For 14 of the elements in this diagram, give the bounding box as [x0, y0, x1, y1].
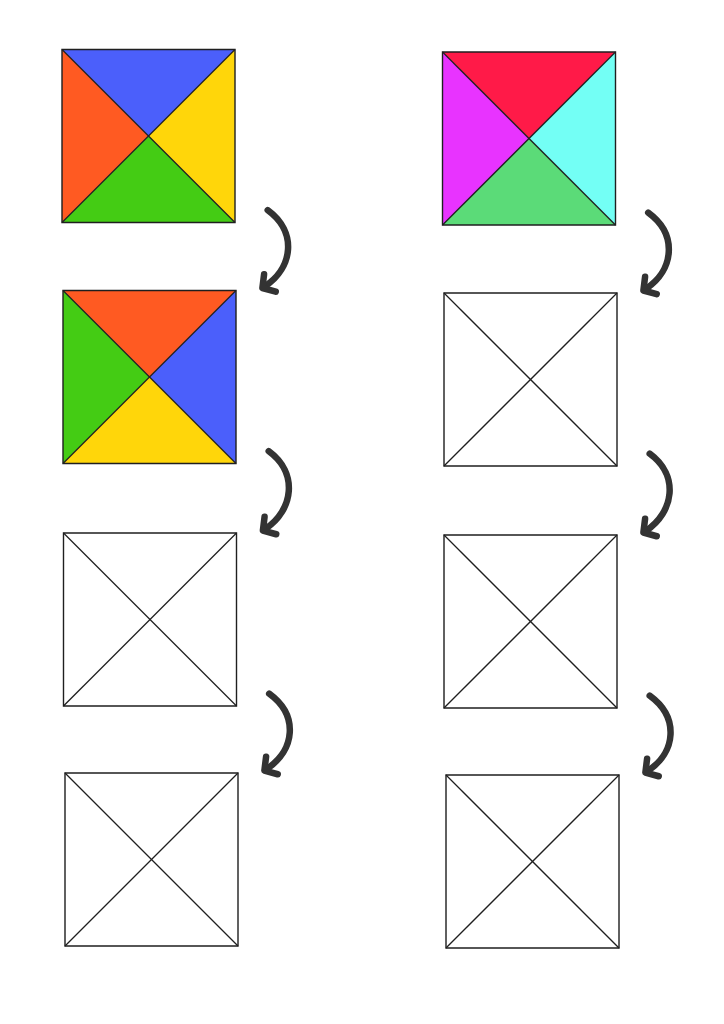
quartered-square — [64, 772, 239, 947]
curved-arrow — [261, 690, 293, 778]
curved-arrow — [642, 692, 674, 780]
quartered-square — [62, 532, 238, 707]
curved-arrow — [259, 447, 292, 538]
quartered-square — [62, 289, 237, 465]
quartered-square — [445, 774, 620, 949]
quartered-square — [441, 51, 617, 226]
curved-arrow — [640, 450, 673, 540]
quartered-square — [443, 292, 618, 467]
curved-arrow — [259, 206, 292, 295]
quartered-square — [443, 534, 618, 709]
quartered-square — [61, 48, 236, 224]
curved-arrow — [640, 209, 672, 298]
